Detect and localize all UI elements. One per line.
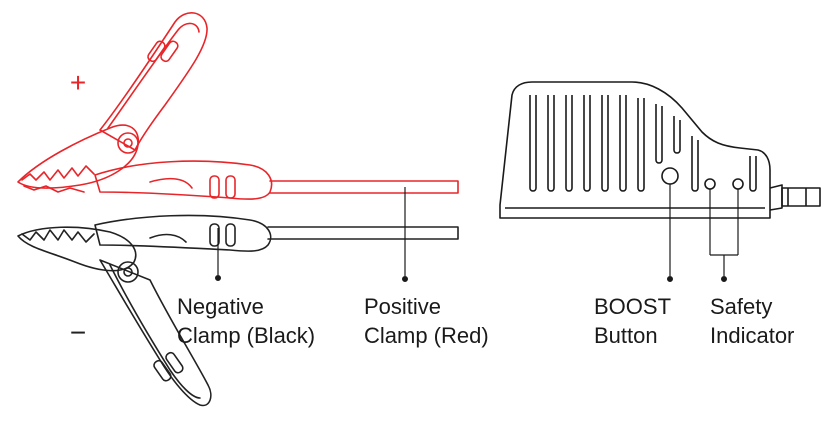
negative-clamp — [17, 214, 459, 407]
positive-sign: + — [70, 67, 86, 98]
safety-indicator-label-line1: Safety — [710, 294, 772, 319]
callout-lines — [215, 184, 739, 283]
positive-clamp — [17, 12, 459, 200]
positive-clamp-label-line1: Positive — [364, 294, 441, 319]
negative-clamp-label-line1: Negative — [177, 294, 264, 319]
safety-indicator-label-line2: Indicator — [710, 323, 794, 348]
positive-clamp-label-line2: Clamp (Red) — [364, 323, 489, 348]
jump-starter-unit — [499, 81, 821, 219]
boost-button-label-line2: Button — [594, 323, 658, 348]
negative-clamp-label-line2: Clamp (Black) — [177, 323, 315, 348]
negative-sign: − — [70, 317, 86, 348]
boost-button-label-line1: BOOST — [594, 294, 671, 319]
